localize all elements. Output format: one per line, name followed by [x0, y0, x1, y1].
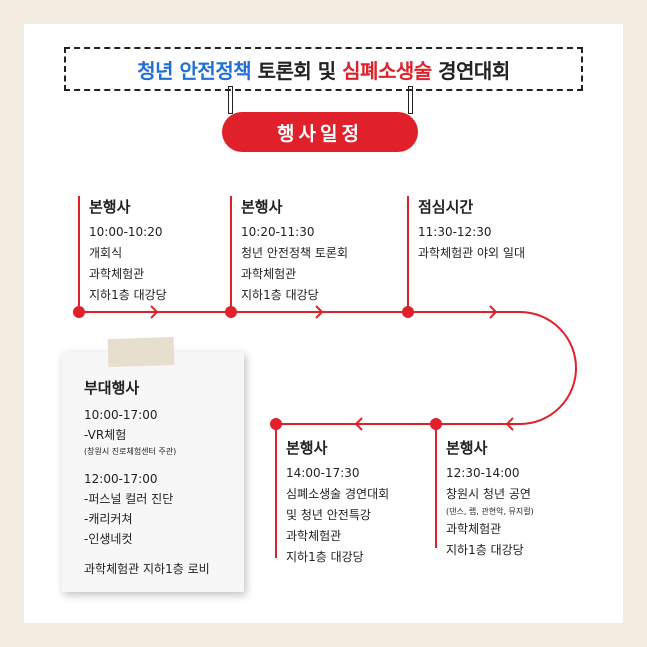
- timeline-dot: [270, 418, 282, 430]
- side-event-time: 10:00-17:00: [84, 408, 158, 422]
- event-time: 11:30-12:30: [418, 225, 492, 239]
- event-line: 지하1층 대강당: [446, 543, 524, 557]
- event-line: 심폐소생술 경연대회: [286, 487, 390, 501]
- side-event-item: -캐리커쳐: [84, 512, 133, 526]
- title-part-forum: 토론회 및: [257, 58, 337, 83]
- side-event-note: [62, 352, 244, 592]
- event-4: 본행사 12:30-14:00 창원시 청년 공연 (댄스, 랩, 관현악, 뮤…: [446, 437, 534, 561]
- timeline-dot: [73, 306, 85, 318]
- arrow-right-icon: [150, 305, 159, 319]
- event-line: 과학체험관: [446, 522, 502, 536]
- event-title: 청년 안전정책 토론회 및 심폐소생술 경연대회: [64, 47, 583, 91]
- side-event-time: 12:00-17:00: [84, 472, 158, 486]
- event-line: 지하1층 대강당: [241, 288, 319, 302]
- event-line: 창원시 청년 공연: [446, 487, 531, 501]
- event-3: 점심시간 11:30-12:30 과학체험관 야외 일대: [418, 196, 525, 264]
- event-line: 지하1층 대강당: [89, 288, 167, 302]
- side-event-location: 과학체험관 지하1층 로비: [84, 562, 210, 576]
- event-heading: 본행사: [446, 439, 488, 457]
- side-event-heading: 부대행사: [84, 379, 140, 397]
- event-2: 본행사 10:20-11:30 청년 안전정책 토론회 과학체험관 지하1층 대…: [241, 196, 348, 306]
- title-part-policy: 청년 안전정책: [137, 58, 252, 83]
- title-part-contest: 경연대회: [438, 58, 510, 83]
- arrow-left-icon: [505, 417, 514, 431]
- arrow-right-icon: [489, 305, 498, 319]
- event-1: 본행사 10:00-10:20 개회식 과학체험관 지하1층 대강당: [89, 196, 167, 306]
- event-line: 과학체험관 야외 일대: [418, 246, 525, 260]
- title-hanger-right: [408, 86, 413, 114]
- event-5: 본행사 14:00-17:30 심폐소생술 경연대회 및 청년 안전특강 과학체…: [286, 437, 389, 568]
- event-heading: 본행사: [89, 198, 131, 216]
- side-event-item: -퍼스널 컬러 진단: [84, 492, 174, 506]
- title-hanger-left: [228, 86, 233, 114]
- arrow-left-icon: [354, 417, 363, 431]
- event-line: 과학체험관: [286, 529, 342, 543]
- side-event-item: -VR체험: [84, 428, 127, 442]
- event-line: 과학체험관: [241, 267, 297, 281]
- event-note: (댄스, 랩, 관현악, 뮤지컬): [446, 507, 534, 516]
- arrow-right-icon: [315, 305, 324, 319]
- timeline-dot: [430, 418, 442, 430]
- event-heading: 본행사: [241, 198, 283, 216]
- event-time: 10:00-10:20: [89, 225, 163, 239]
- title-part-cpr: 심폐소생술: [342, 58, 432, 83]
- timeline-dot: [225, 306, 237, 318]
- schedule-label: 행사일정: [222, 112, 418, 152]
- event-time: 14:00-17:30: [286, 466, 360, 480]
- event-line: 과학체험관: [89, 267, 145, 281]
- event-line: 개회식: [89, 246, 123, 260]
- side-event-content: 부대행사 10:00-17:00 -VR체험 (창원시 진로체험센터 주관) 1…: [84, 377, 210, 579]
- side-event-item: -인생네컷: [84, 532, 133, 546]
- timeline-dot: [402, 306, 414, 318]
- side-event-item-note: (창원시 진로체험센터 주관): [84, 447, 177, 456]
- event-heading: 본행사: [286, 439, 328, 457]
- event-line: 청년 안전정책 토론회: [241, 246, 348, 260]
- event-heading: 점심시간: [418, 198, 474, 216]
- event-line: 지하1층 대강당: [286, 550, 364, 564]
- event-time: 12:30-14:00: [446, 466, 520, 480]
- tape: [107, 336, 175, 368]
- timeline-curve: [519, 311, 577, 425]
- event-line: 및 청년 안전특강: [286, 508, 371, 522]
- event-time: 10:20-11:30: [241, 225, 315, 239]
